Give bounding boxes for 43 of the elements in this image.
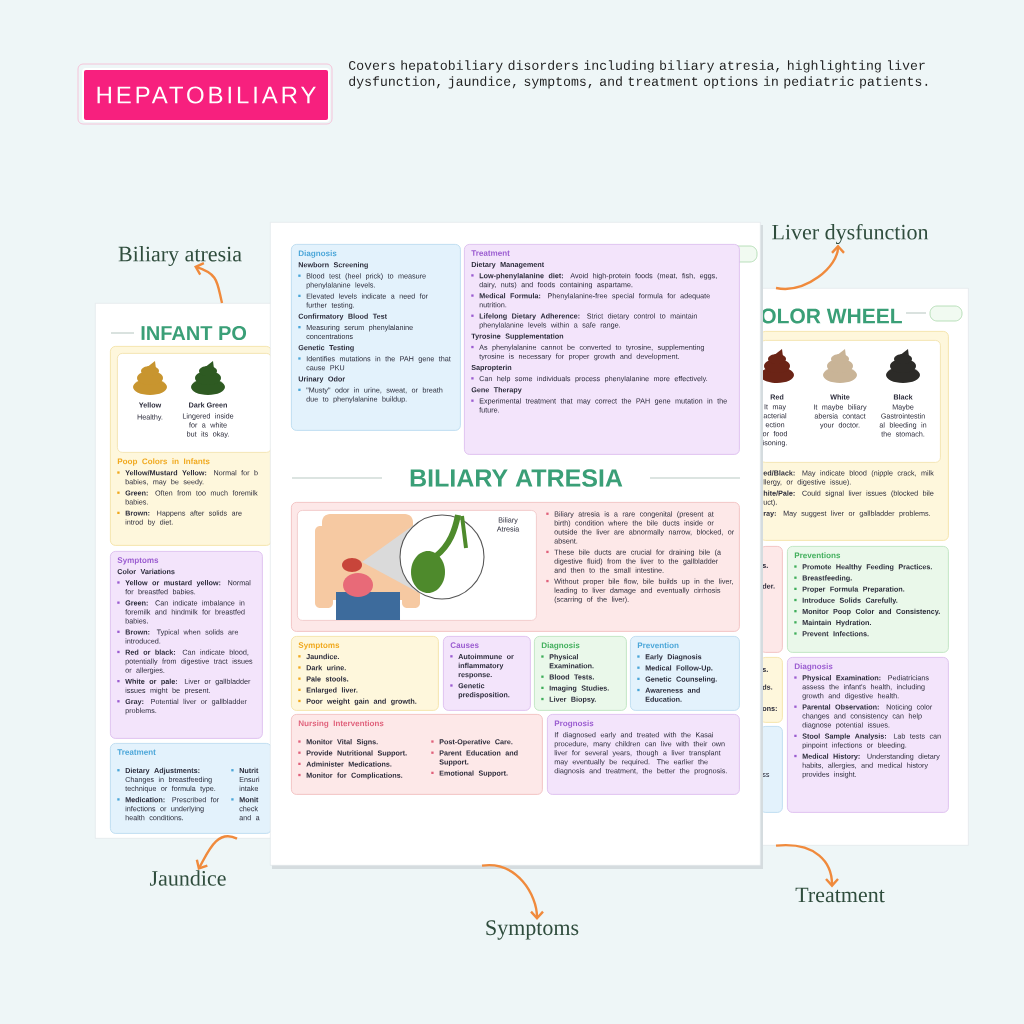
arrow	[481, 864, 544, 921]
panel-heading: Treatment	[117, 749, 156, 755]
info-panel	[630, 636, 740, 711]
callout-text: Treatment	[795, 887, 885, 903]
info-panel	[291, 244, 461, 431]
page-title: INFANT PO	[141, 325, 247, 341]
callout-text: Jaundice	[150, 870, 226, 886]
panel-heading: Causes	[450, 642, 479, 648]
page-title: OLOR WHEEL	[761, 308, 902, 324]
callout-text: Liver dysfunction	[772, 223, 929, 245]
arrow	[775, 244, 845, 290]
panel-heading: Prevention	[637, 642, 679, 649]
arrow	[194, 262, 224, 304]
panel-heading: Symptoms	[298, 642, 340, 650]
arrow	[195, 835, 238, 870]
panel-heading: Poop Colors in Infants	[117, 458, 210, 466]
panel-heading: Prognosis	[554, 720, 594, 728]
info-panel	[110, 743, 272, 834]
panel-heading: Nursing Interventions	[298, 720, 384, 728]
panel-heading: Diagnosis	[541, 642, 580, 650]
panel-heading: Diagnosis	[794, 663, 833, 671]
arrow	[775, 844, 839, 888]
color-chart-card	[117, 353, 272, 453]
page-title: BILIARY ATRESIA	[410, 469, 623, 487]
info-panel	[547, 714, 740, 795]
illustration-card	[297, 510, 537, 621]
panel-heading: Preventions	[794, 552, 841, 559]
info-panel	[464, 244, 740, 455]
info-panel	[787, 657, 949, 813]
info-panel	[291, 636, 439, 711]
color-chart-card	[760, 340, 941, 463]
panel-heading: Diagnosis	[298, 250, 337, 258]
info-panel	[534, 636, 627, 711]
info-panel	[110, 551, 263, 739]
panel-heading: Treatment	[471, 250, 510, 256]
category-badge: HEPATOBILIARY	[77, 63, 333, 125]
info-panel	[443, 636, 531, 711]
panel-heading: Symptoms	[117, 557, 159, 565]
callout-text: Symptoms	[486, 920, 579, 940]
info-panel	[787, 546, 949, 653]
callout-text: Biliary atresia	[118, 246, 242, 266]
info-panel	[291, 714, 543, 795]
description-text: Covers hepatobiliary disorders including biliary atresia, highlighting liver dysfunction, jaundice, symptoms, and treatment options in pediatric patients.	[349, 60, 928, 89]
